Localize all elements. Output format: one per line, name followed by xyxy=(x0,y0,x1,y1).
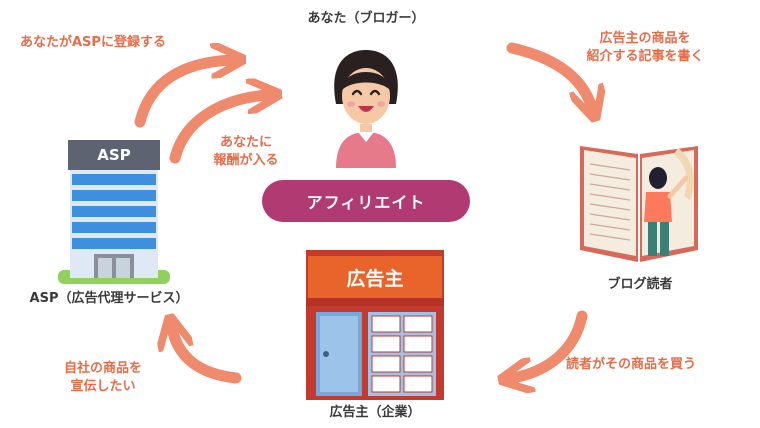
shop-sign: 広告主 xyxy=(346,267,404,290)
blogger-illustration xyxy=(334,50,398,168)
advertiser-shop-illustration xyxy=(306,250,444,400)
asp-building-sign: ASP xyxy=(97,146,131,164)
reader-illustration xyxy=(580,146,698,262)
flow-promote-label: 自社の商品を 宣伝したい xyxy=(48,360,158,396)
arrow-promote xyxy=(172,328,242,384)
flow-reward-line2: 報酬が入る xyxy=(213,153,279,168)
flow-write-label: 広告主の商品を 紹介する記事を書く xyxy=(570,30,720,66)
asp-label: ASP（広告代理サービス） xyxy=(29,291,189,306)
blogger-label: あなた（ブロガー） xyxy=(307,11,425,26)
flow-register-label: あなたがASPに登録する xyxy=(20,35,166,50)
advertiser-label: 広告主（企業） xyxy=(329,405,421,420)
asp-building-illustration xyxy=(58,140,170,284)
arrow-reward xyxy=(169,95,268,164)
flow-buy-label: 読者がその商品を買う xyxy=(566,357,697,372)
flow-promote-line1: 自社の商品を xyxy=(63,361,142,376)
flow-reward-label: あなたに 報酬が入る xyxy=(198,134,294,170)
arrow-write xyxy=(506,42,592,108)
flow-write-line2: 紹介する記事を書く xyxy=(586,49,704,64)
reader-label: ブログ読者 xyxy=(607,277,673,292)
arrow-register xyxy=(134,60,232,128)
arrow-buy xyxy=(512,310,588,378)
flow-promote-line2: 宣伝したい xyxy=(70,379,136,394)
affiliate-pill: アフィリエイト xyxy=(262,180,470,222)
flow-reward-line1: あなたに xyxy=(219,135,272,150)
flow-write-line1: 広告主の商品を xyxy=(599,31,691,46)
